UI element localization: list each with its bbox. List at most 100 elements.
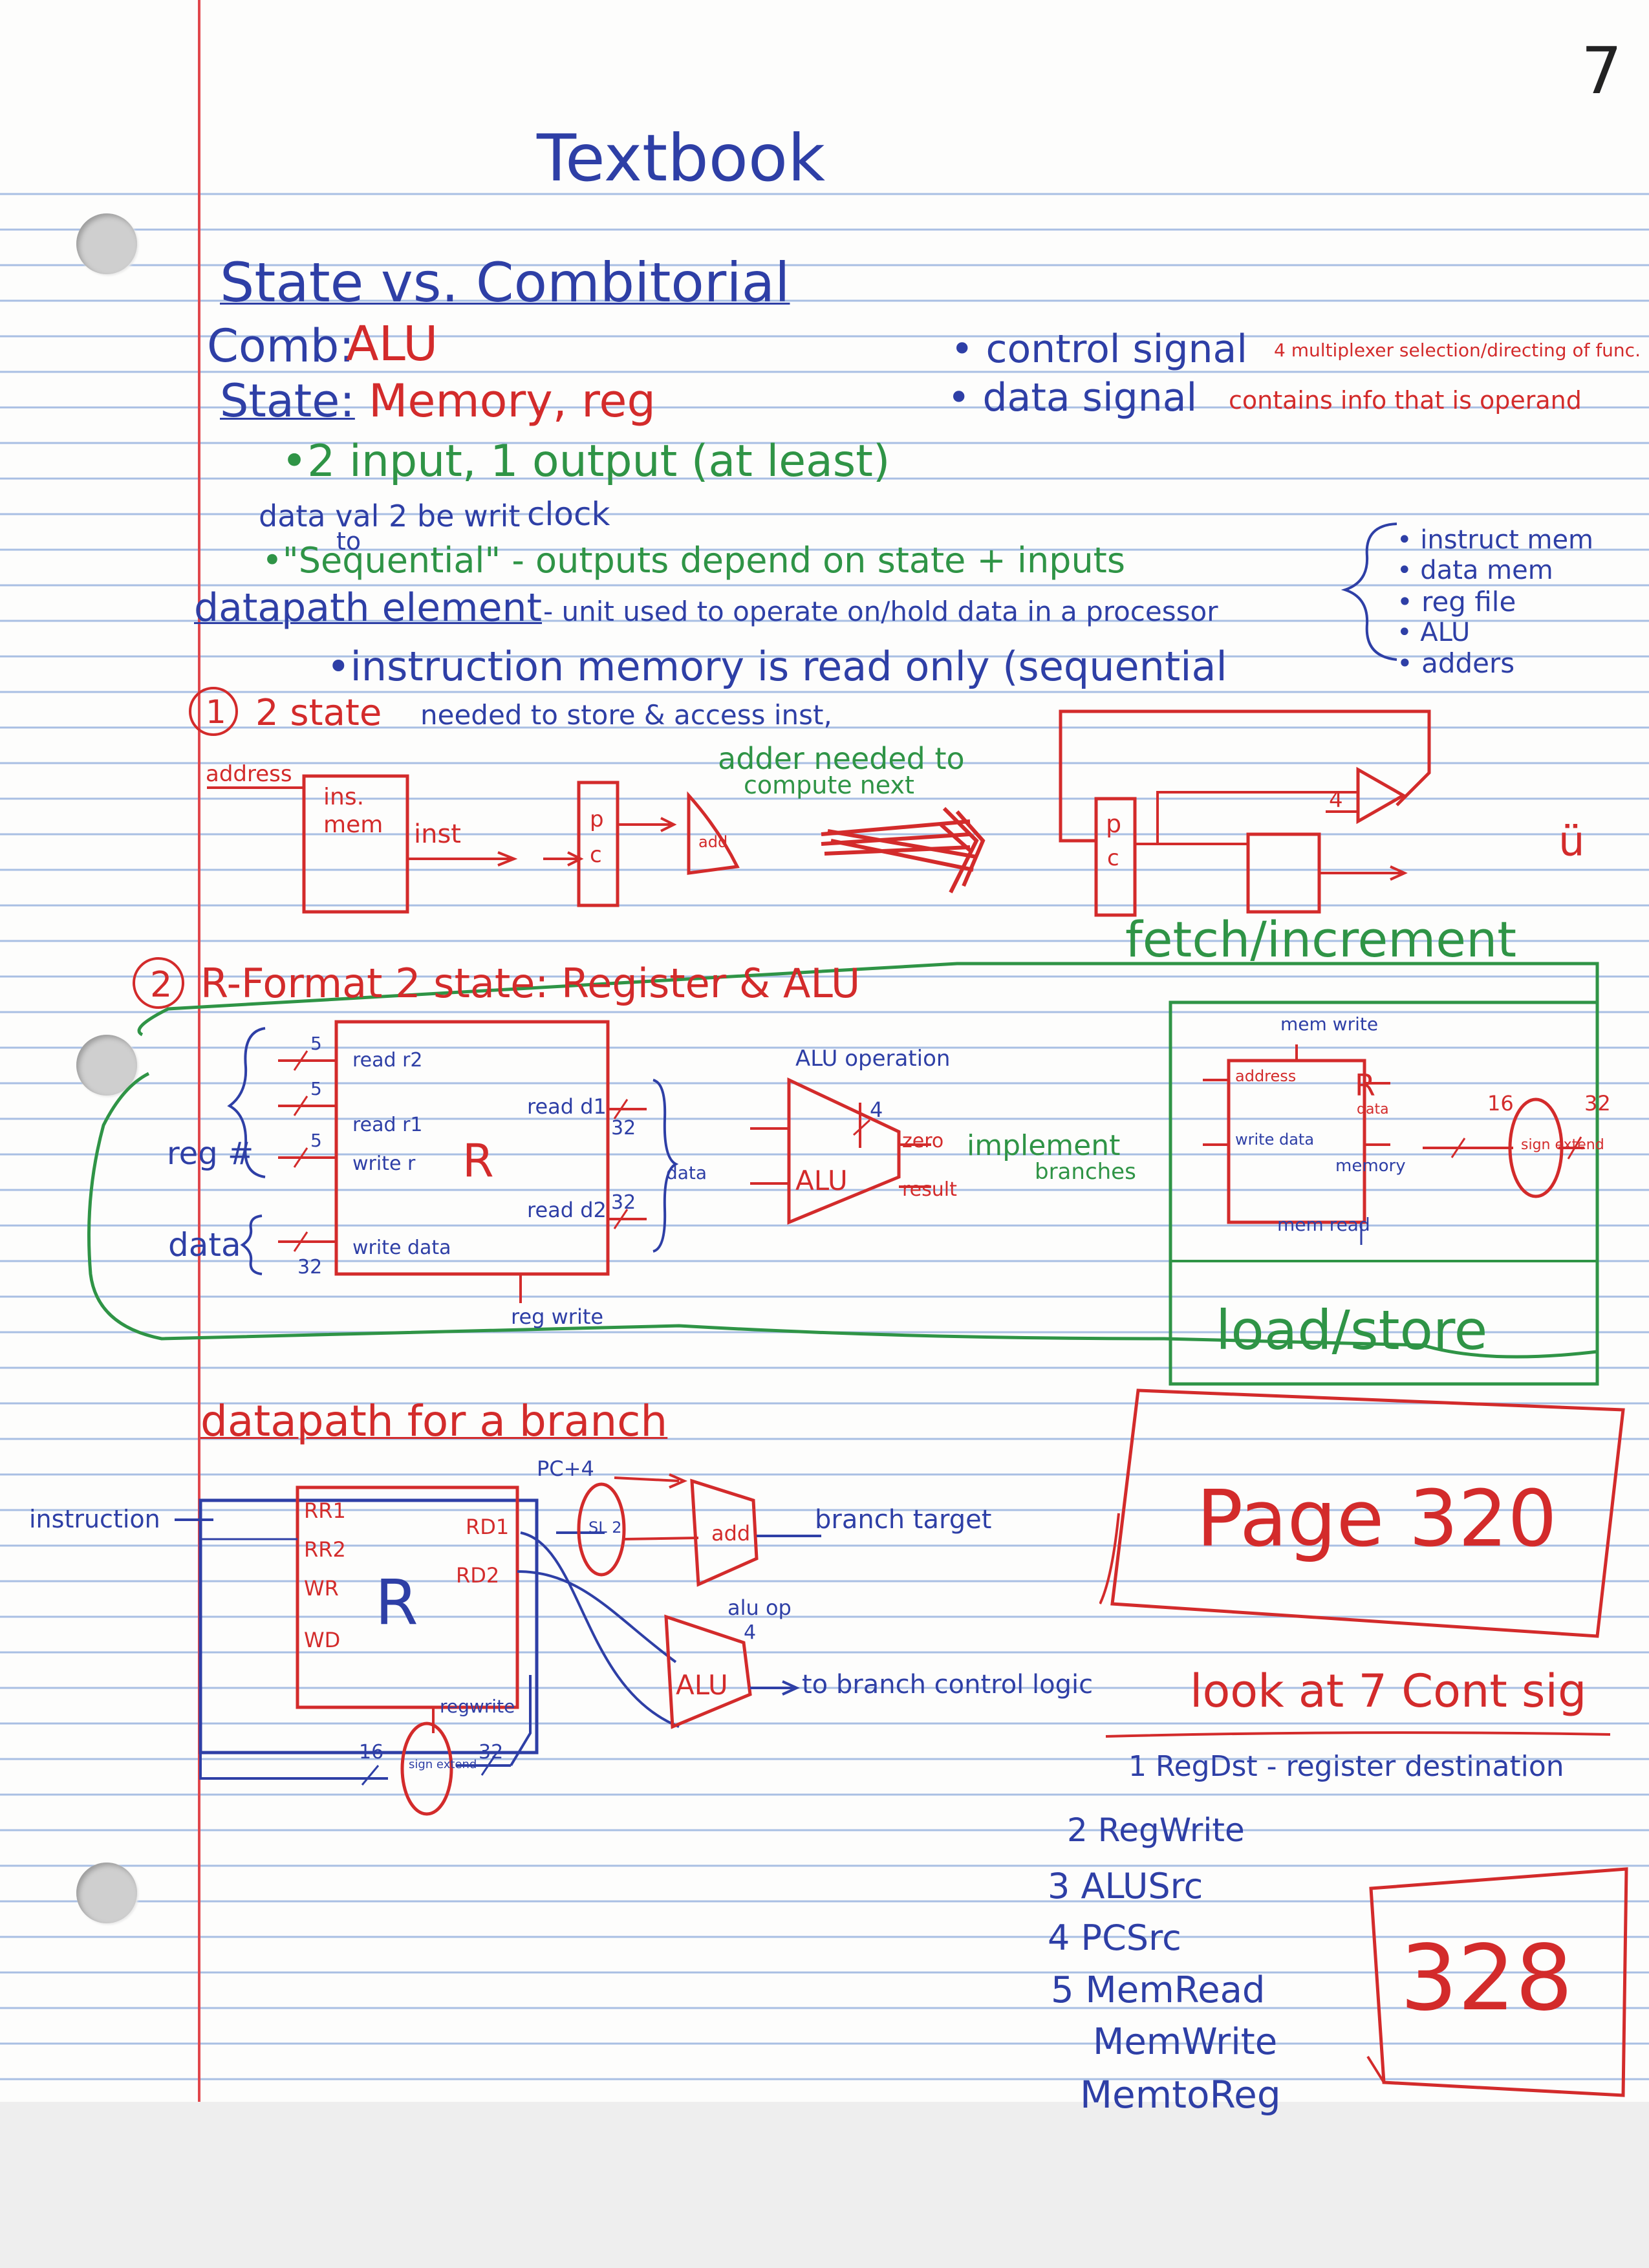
bus-width-32c: 32 — [611, 1191, 636, 1214]
alu-zero-label: zero — [902, 1130, 944, 1152]
alu-operation-width: 4 — [870, 1097, 883, 1122]
memread-label: mem read — [1277, 1214, 1370, 1235]
port-write-r: write r — [352, 1152, 416, 1175]
sign-extend-label: sign extend — [1521, 1137, 1604, 1153]
state-label: State: — [220, 374, 355, 427]
section1-heading: 2 state — [255, 692, 382, 734]
mem-block-sub: data — [1357, 1101, 1389, 1118]
scan-bottom-margin — [0, 2102, 1649, 2268]
section1-note: needed to store & access inst, — [420, 699, 832, 731]
instruction-memory-note: •instruction memory is read only (sequen… — [327, 643, 1227, 690]
control-signal-3: 3 ALUSrc — [1048, 1866, 1203, 1906]
section2-green-outline — [87, 962, 1599, 1359]
control-signal-7: MemtoReg — [1080, 2073, 1281, 2117]
branch-shift: SL 2 — [588, 1518, 622, 1537]
look-note-underline — [1105, 1731, 1611, 1738]
section2-diagram — [133, 957, 931, 1303]
data-out-label: data — [666, 1162, 707, 1183]
section1-adder-note-a: adder needed to — [718, 741, 965, 776]
section1-pc-a: p — [590, 806, 604, 832]
reg-number-label: reg # — [167, 1136, 254, 1172]
section1-pc-b: c — [590, 842, 602, 868]
page-ref2: 328 — [1400, 1926, 1573, 2031]
section1-pc2-b: c — [1107, 845, 1119, 871]
page-ref-box — [1099, 1388, 1625, 1638]
state-value: Memory, reg — [369, 374, 656, 427]
branch-regwrite: regwrite — [440, 1696, 515, 1717]
page-title: Textbook — [537, 120, 825, 196]
bus-width-5c: 5 — [310, 1130, 322, 1151]
signal-control-name: • control signal — [951, 327, 1247, 372]
section1-caption: fetch/increment — [1125, 911, 1517, 968]
datapath-def: - unit used to operate on/hold data in a… — [543, 596, 1218, 627]
branch-pc4: PC+4 — [537, 1456, 594, 1481]
loadstore-diagram — [1169, 1000, 1599, 1386]
branch-sign-ext: sign extend — [409, 1758, 477, 1771]
register-block-label: R — [462, 1134, 494, 1187]
control-signal-2: 2 RegWrite — [1067, 1811, 1245, 1849]
element-alu: • ALU — [1397, 618, 1471, 647]
element-instruct-mem: • instruct mem — [1397, 525, 1594, 555]
bus-width-5a: 5 — [310, 1033, 322, 1054]
bus-width-32b: 32 — [611, 1117, 636, 1139]
mem-block-label: R — [1355, 1068, 1375, 1103]
page-ref2-box — [1366, 1867, 1628, 2097]
branch-alu-op: alu op — [727, 1595, 792, 1620]
control-signal-6: MemWrite — [1093, 2021, 1278, 2063]
data-label: data — [168, 1226, 241, 1264]
page-ref: Page 320 — [1196, 1474, 1557, 1564]
control-signal-4: 4 PCSrc — [1048, 1917, 1181, 1958]
signal-data-desc: contains info that is operand — [1229, 386, 1582, 415]
section2-number: 2 — [150, 964, 173, 1005]
branch-in-width: 16 — [359, 1741, 384, 1764]
port-read-r2: read r2 — [352, 1049, 423, 1072]
ls-in-width: 16 — [1487, 1091, 1514, 1116]
note-inputs-c: clock — [527, 495, 610, 533]
section1-inst-label: inst — [414, 819, 461, 849]
look-note: look at 7 Cont sig — [1190, 1665, 1587, 1718]
port-read-d2: read d2 — [527, 1198, 607, 1222]
page-number: 7 — [1581, 33, 1622, 109]
mem-block-sub2: memory — [1335, 1156, 1406, 1176]
branch-add: add — [711, 1521, 751, 1546]
memwrite-label: mem write — [1280, 1013, 1379, 1035]
bus-width-5b: 5 — [310, 1078, 322, 1099]
signal-data-name: • data signal — [947, 375, 1198, 420]
branch-heading: datapath for a branch — [200, 1396, 668, 1446]
bullet-inputs: •2 input, 1 output (at least) — [281, 436, 890, 487]
section1-address-label: address — [206, 761, 292, 787]
note-inputs-b: to — [336, 527, 361, 556]
section2-heading: R-Format 2 state: Register & ALU — [200, 960, 861, 1007]
punch-hole — [76, 1035, 137, 1096]
datapath-label: datapath element — [194, 585, 543, 631]
section1-diagram — [189, 687, 1431, 917]
branch-rd1: RD1 — [466, 1515, 510, 1539]
section1-adder-note-b: compute next — [744, 771, 914, 799]
section1-number: 1 — [206, 693, 226, 731]
section1-add-label: add — [698, 833, 728, 851]
port-write-data: write data — [352, 1237, 451, 1259]
element-data-mem: • data mem — [1397, 556, 1553, 585]
branch-wr: WR — [304, 1576, 339, 1601]
branch-out-width: 32 — [479, 1741, 504, 1764]
port-read-r1: read r1 — [352, 1114, 423, 1136]
element-adders: • adders — [1397, 647, 1515, 679]
signal-control-desc: 4 multiplexer selection/directing of fun… — [1274, 340, 1641, 361]
punch-hole — [76, 213, 137, 274]
section1-doodle: ü — [1558, 818, 1585, 866]
alu-result-label: result — [902, 1178, 957, 1201]
punch-hole — [76, 1863, 137, 1923]
branch-rr1: RR1 — [304, 1498, 346, 1523]
branch-wd: WD — [304, 1628, 341, 1652]
mem-address-label: address — [1235, 1067, 1297, 1085]
bus-width-32a: 32 — [297, 1256, 323, 1279]
branch-reg-block: R — [375, 1566, 418, 1639]
branch-rr2: RR2 — [304, 1537, 346, 1562]
note-inputs-a: data val 2 be writ — [259, 499, 521, 534]
section1-insmem-b: mem — [323, 812, 383, 838]
alu-label: ALU — [795, 1165, 848, 1196]
section1-insmem-a: ins. — [323, 784, 365, 810]
implement-note-a: implement — [967, 1129, 1121, 1162]
